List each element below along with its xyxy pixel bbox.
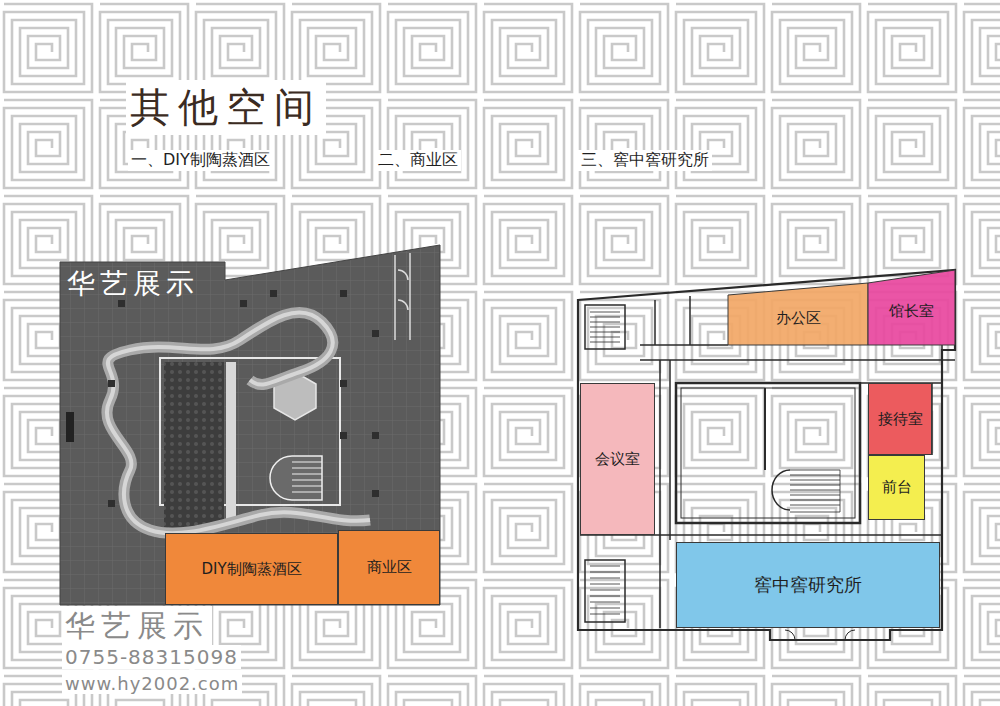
plan-detail [640, 296, 955, 628]
plan-detail [292, 462, 322, 492]
watermark-text: 华艺展示 [62, 606, 212, 647]
room-area: 前台 [868, 455, 925, 520]
plan-detail [108, 380, 115, 387]
page-title: 其他空间 [126, 80, 326, 135]
plan-detail [590, 312, 620, 342]
room-name: 接待室 [878, 410, 923, 429]
room-area: 商业区 [338, 530, 440, 605]
room-name: 办公区 [776, 309, 821, 328]
plan-detail [676, 383, 860, 523]
plan-detail [790, 470, 840, 512]
plan-detail [107, 312, 370, 533]
plan-detail [226, 362, 236, 527]
plan-detail [785, 630, 855, 640]
plan-detail [681, 388, 855, 518]
room-name: 窖中窖研究所 [754, 573, 862, 597]
room-area: 馆长室 [868, 270, 955, 345]
room-name: DIY制陶蒸酒区 [201, 560, 301, 579]
plan-detail [372, 432, 379, 439]
plan-detail [395, 253, 410, 340]
plan-detail [585, 560, 625, 622]
plan-detail [764, 388, 766, 470]
plan-detail [585, 305, 625, 349]
plan-detail [66, 412, 74, 442]
watermark-phone: 0755-88315098 [62, 645, 241, 669]
plan-detail [60, 245, 440, 605]
room-area: 会议室 [580, 383, 655, 535]
plan-detail [107, 312, 370, 533]
plan-detail [580, 345, 942, 628]
plan-detail [118, 300, 125, 307]
plan-detail [108, 500, 115, 507]
plan-detail [108, 290, 379, 507]
room-area: DIY制陶蒸酒区 [165, 533, 338, 605]
watermark-text: 华艺展示 [64, 265, 202, 303]
plan-detail [772, 470, 790, 510]
plan-detail [270, 290, 277, 297]
list-item: 一、DIY制陶蒸酒区 [128, 150, 273, 171]
left-floor-plan [60, 245, 440, 605]
room-name: 馆长室 [889, 302, 934, 321]
plan-detail [164, 362, 224, 527]
room-name: 前台 [882, 478, 912, 497]
room-name: 会议室 [595, 450, 640, 469]
plan-detail [372, 490, 379, 497]
room-fill [868, 270, 955, 345]
plan-detail [578, 270, 955, 640]
room-area: 接待室 [868, 383, 932, 455]
room-fill [728, 283, 868, 345]
list-item: 三、窖中窖研究所 [578, 150, 712, 171]
plan-detail [372, 330, 379, 337]
room-name: 商业区 [367, 558, 412, 577]
plan-detail [340, 432, 347, 439]
list-item: 二、商业区 [375, 150, 461, 171]
plan-detail [270, 456, 322, 500]
right-floor-plan [578, 270, 955, 640]
plan-detail [240, 300, 247, 307]
plan-detail [340, 380, 347, 387]
room-area: 窖中窖研究所 [676, 542, 940, 628]
room-area: 办公区 [728, 283, 868, 345]
plan-detail [340, 290, 347, 297]
watermark-url: www.hy2002.com [62, 673, 242, 694]
plan-detail [590, 566, 620, 614]
